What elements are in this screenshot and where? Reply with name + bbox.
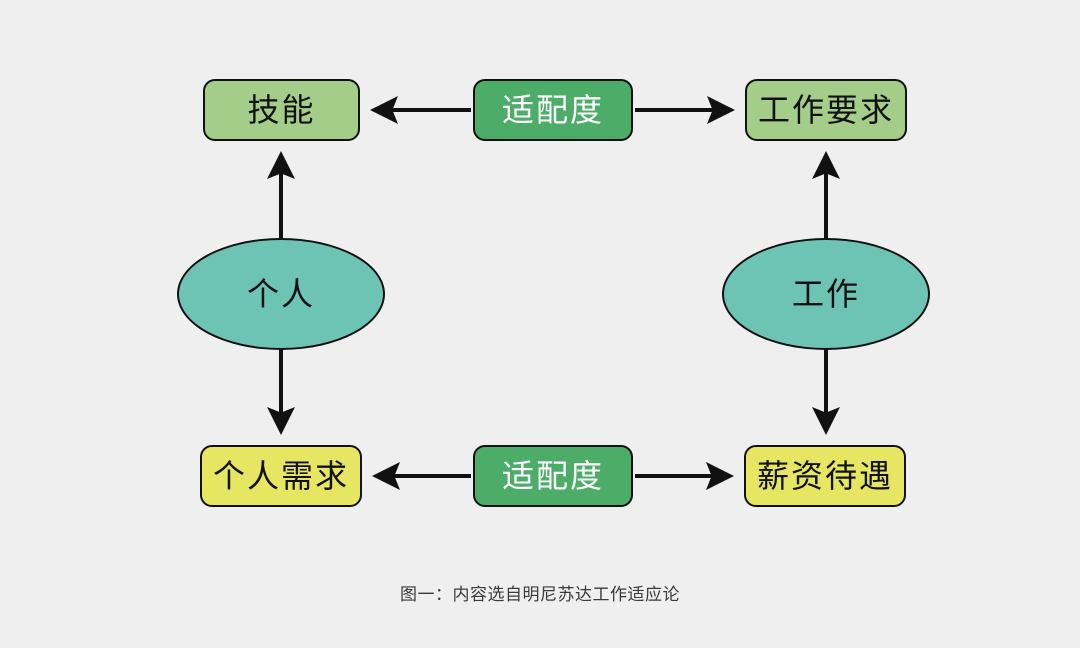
node-fit-bottom-label: 适配度 bbox=[501, 458, 604, 494]
node-person[interactable]: 个人 bbox=[177, 238, 385, 350]
node-personal-needs[interactable]: 个人需求 bbox=[200, 445, 362, 507]
node-job-requirements-label: 工作要求 bbox=[757, 92, 894, 128]
node-skills-label: 技能 bbox=[247, 92, 316, 128]
node-fit-bottom[interactable]: 适配度 bbox=[473, 445, 633, 507]
node-fit-top-label: 适配度 bbox=[501, 92, 604, 128]
node-personal-needs-label: 个人需求 bbox=[212, 458, 349, 494]
node-fit-top[interactable]: 适配度 bbox=[473, 79, 633, 141]
node-skills[interactable]: 技能 bbox=[203, 79, 360, 141]
node-salary-benefits-label: 薪资待遇 bbox=[756, 458, 893, 494]
node-job-requirements[interactable]: 工作要求 bbox=[745, 79, 907, 141]
node-person-label: 个人 bbox=[246, 276, 315, 312]
node-salary-benefits[interactable]: 薪资待遇 bbox=[744, 445, 906, 507]
figure-caption: 图一：内容选自明尼苏达工作适应论 bbox=[400, 585, 680, 604]
node-job[interactable]: 工作 bbox=[722, 238, 930, 350]
node-job-label: 工作 bbox=[791, 276, 860, 312]
